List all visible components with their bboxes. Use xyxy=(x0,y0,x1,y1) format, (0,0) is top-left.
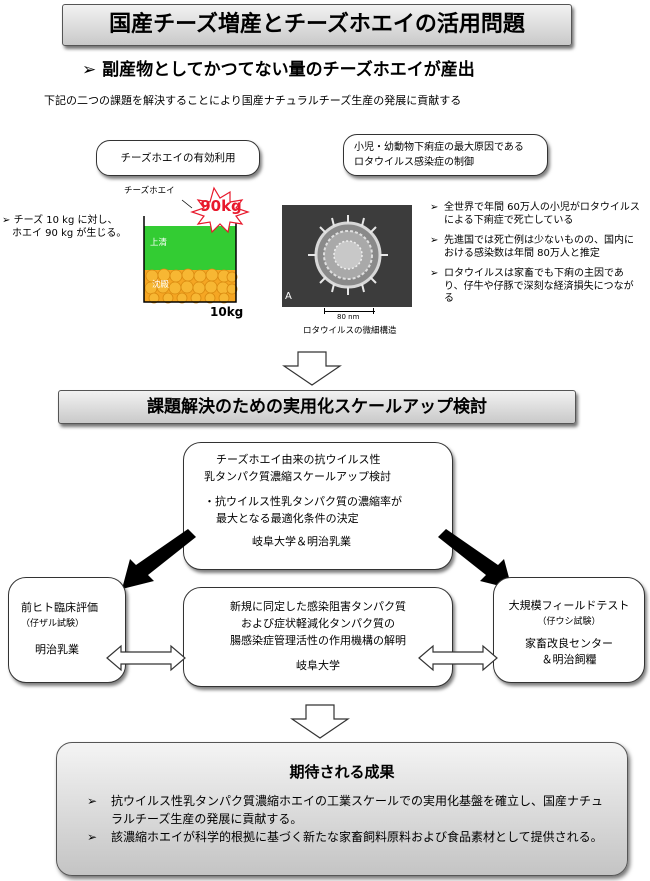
field-test-box: 大規模フィールドテスト （仔ウシ試験） 家畜改良センター ＆明治飼糧 xyxy=(493,577,645,683)
scaleup-line1: チーズホエイ由来の抗ウイルス性 xyxy=(216,453,381,466)
results-bullet-1: ➢抗ウイルス性乳タンパク質濃縮ホエイの工業スケールでの実用化基盤を確立し、国産ナ… xyxy=(87,794,604,826)
subtitle-bullet-icon: ➢ xyxy=(82,60,97,80)
whey-tag-label: チーズホエイ xyxy=(124,186,175,196)
results-box: 期待される成果 ➢抗ウイルス性乳タンパク質濃縮ホエイの工業スケールでの実用化基盤… xyxy=(56,742,628,876)
subtitle-text: 副産物としてかつてない量のチーズホエイが産出 xyxy=(102,60,475,80)
issue2-bullet-1: ➢全世界で年間 60万人の小児がロタウイルスによる下痢症で死亡している xyxy=(430,202,640,226)
issue2-line2: ロタウイルス感染症の制御 xyxy=(354,157,474,168)
rotavirus-micrograph: A xyxy=(282,205,412,307)
scaleup-line4: 最大となる最適化条件の決定 xyxy=(216,512,359,525)
subtitle: ➢ 副産物としてかつてない量のチーズホエイが産出 xyxy=(82,58,622,82)
intro-text: 下記の二つの課題を解決することにより国産ナチュラルチーズ生産の発展に貢献する xyxy=(44,94,462,107)
burst-shape xyxy=(190,186,250,234)
issue2-line1: 小児・幼動物下痢症の最大原因である xyxy=(354,142,524,153)
mechanism-line1: 新規に同定した感染阻害タンパク質 xyxy=(230,600,406,613)
issue1-bullet-icon: ➢ xyxy=(2,215,11,226)
whey-beaker-illustration: 90kg チーズホエイ 上清 沈殿 xyxy=(124,186,264,320)
whey-beaker-svg xyxy=(143,186,250,304)
field-test-title: 大規模フィールドテスト xyxy=(508,599,630,612)
results-bullet-2: ➢該濃縮ホエイが科学的根拠に基づく新たな家畜飼料原料および食品素材として提供され… xyxy=(87,830,603,844)
black-arrow-right xyxy=(438,529,512,589)
results-bullets: ➢抗ウイルス性乳タンパク質濃縮ホエイの工業スケールでの実用化基盤を確立し、国産ナ… xyxy=(87,792,603,846)
issue1-box: チーズホエイの有効利用 xyxy=(96,140,260,176)
mechanism-line3: 腸感染症管理活性の作用機構の解明 xyxy=(230,634,406,647)
issue2-bullet-2: ➢先進国では死亡例は少ないものの、国内における感染数は年間 80万人と推定 xyxy=(430,235,634,259)
micrograph-panel-letter: A xyxy=(285,291,292,302)
preclinical-box: 前ヒト臨床評価 （仔ザル試験） 明治乳業 xyxy=(8,577,126,683)
page-title: 国産チーズ増産とチーズホエイの活用問題 xyxy=(109,12,525,37)
issue1-bullet-line1: チーズ 10 kg に対し、 xyxy=(13,215,118,226)
issue2-box: 小児・幼動物下痢症の最大原因である ロタウイルス感染症の制御 xyxy=(343,134,548,176)
beaker-outline xyxy=(143,216,237,303)
supernatant-label: 上清 xyxy=(150,238,168,248)
precipitate-label: 沈殿 xyxy=(152,280,170,290)
preclinical-title: 前ヒト臨床評価 xyxy=(21,601,98,614)
double-arrow-right xyxy=(418,644,498,672)
mechanism-box: 新規に同定した感染阻害タンパク質 および症状軽減化タンパク質の 腸感染症管理活性… xyxy=(183,587,453,687)
issue2-bullets: ➢全世界で年間 60万人の小児がロタウイルスによる下痢症で死亡している ➢先進国… xyxy=(430,202,640,306)
issue2-bullet-3: ➢ロタウイルスは家畜でも下痢の主因であり、仔牛や仔豚で深刻な経済損失につながる xyxy=(430,268,634,304)
down-arrow-1 xyxy=(282,351,342,386)
section2-title: 課題解決のための実用化スケールアップ検討 xyxy=(147,397,487,417)
preclinical-org: 明治乳業 xyxy=(35,643,79,656)
field-test-sub: （仔ウシ試験） xyxy=(537,617,601,627)
mechanism-org: 岐阜大学 xyxy=(296,659,340,672)
preclinical-sub: （仔ザル試験） xyxy=(21,619,85,629)
curd-weight-label: 10kg xyxy=(210,305,244,319)
double-arrow-left xyxy=(106,644,186,672)
issue1-bullet: ➢ チーズ 10 kg に対し、 ホエイ 90 kg が生じる。 xyxy=(2,214,142,240)
burst-label: 90kg xyxy=(200,197,242,215)
rotavirus-svg xyxy=(282,205,412,307)
field-test-org2: ＆明治飼糧 xyxy=(541,653,597,666)
scaleup-line3: ・抗ウイルス性乳タンパク質の濃縮率が xyxy=(204,495,402,508)
mechanism-line2: および症状軽減化タンパク質の xyxy=(241,617,395,630)
black-arrow-left xyxy=(122,529,196,589)
title-banner: 国産チーズ増産とチーズホエイの活用問題 xyxy=(62,4,572,46)
section2-banner: 課題解決のための実用化スケールアップ検討 xyxy=(58,390,576,424)
issue1-bullet-line2: ホエイ 90 kg が生じる。 xyxy=(12,228,127,239)
scale-label: 80 nm xyxy=(337,313,360,321)
scaleup-line2: 乳タンパク質濃縮スケールアップ検討 xyxy=(204,470,391,483)
scaleup-org: 岐阜大学＆明治乳業 xyxy=(252,535,351,548)
field-test-org1: 家畜改良センター xyxy=(525,637,613,650)
down-arrow-2 xyxy=(290,704,350,739)
scaleup-box: チーズホエイ由来の抗ウイルス性 乳タンパク質濃縮スケールアップ検討 ・抗ウイルス… xyxy=(183,442,453,570)
tag-pointer-line xyxy=(181,199,193,209)
scale-bar xyxy=(324,308,375,314)
results-title: 期待される成果 xyxy=(289,763,395,781)
micrograph-caption: ロタウイルスの微細構造 xyxy=(303,326,397,336)
curd-precipitate xyxy=(144,268,238,304)
issue1-label: チーズホエイの有効利用 xyxy=(120,152,236,164)
